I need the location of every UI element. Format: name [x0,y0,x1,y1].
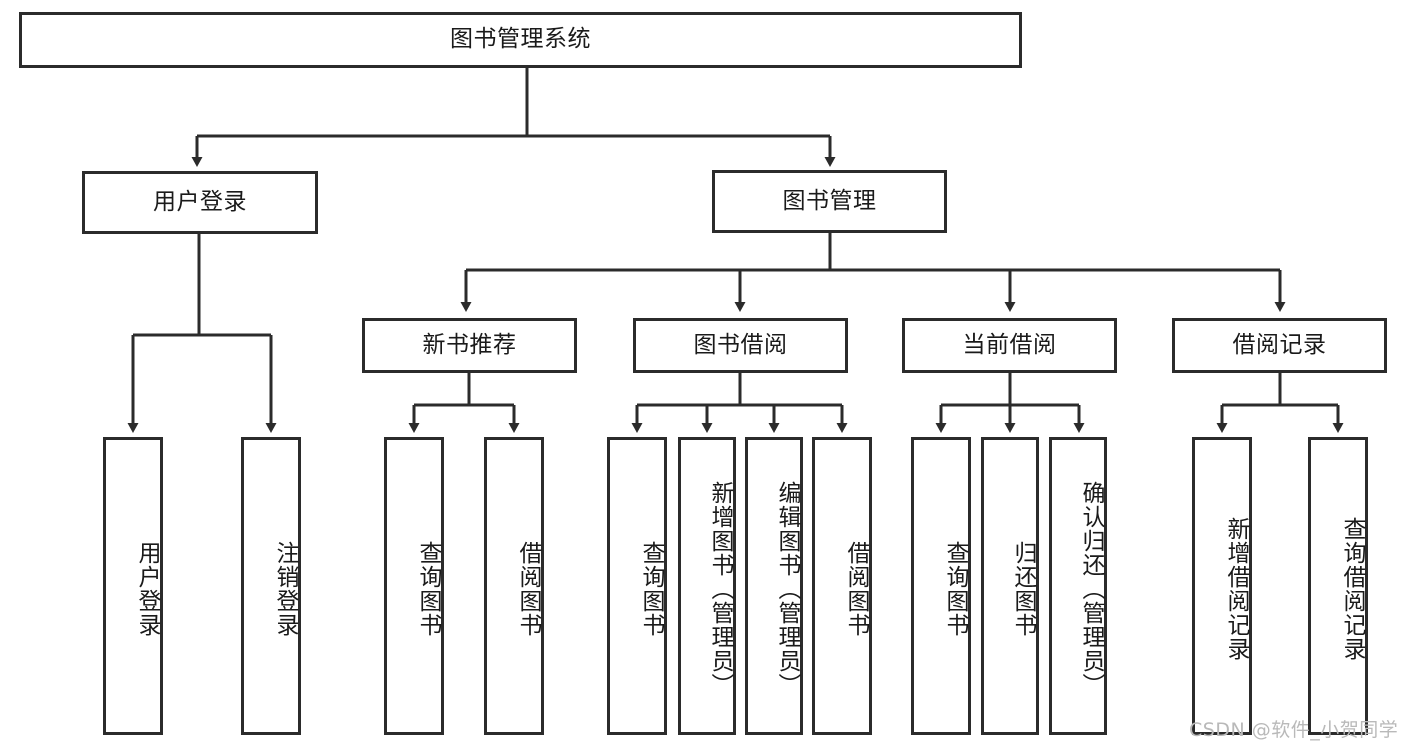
leaf-label: 查询借阅记录 [1339,517,1365,661]
leaf-record-add-record[interactable]: 新增借阅记录 [1192,437,1252,735]
node-current-borrow[interactable]: 当前借阅 [902,318,1117,373]
node-borrow-record[interactable]: 借阅记录 [1172,318,1387,373]
leaf-user-login-logout[interactable]: 注销登录 [241,437,301,735]
leaf-label: 确认归还（管理员） [1078,481,1104,697]
leaf-borrow-borrow-book[interactable]: 借阅图书 [812,437,872,735]
leaf-label: 借阅图书 [515,541,541,637]
leaf-borrow-edit-book-admin[interactable]: 编辑图书（管理员） [745,437,803,735]
csdn-watermark: CSDN @软件_小贺同学 [1189,719,1399,741]
leaf-label: 查询图书 [415,541,441,637]
leaf-label: 查询图书 [942,541,968,637]
leaf-recommend-query-book[interactable]: 查询图书 [384,437,444,735]
leaf-borrow-add-book-admin[interactable]: 新增图书（管理员） [678,437,736,735]
leaf-label: 编辑图书（管理员） [774,481,800,697]
leaf-current-query-book[interactable]: 查询图书 [911,437,971,735]
leaf-current-confirm-return-admin[interactable]: 确认归还（管理员） [1049,437,1107,735]
leaf-label: 注销登录 [272,541,298,637]
leaf-recommend-borrow-book[interactable]: 借阅图书 [484,437,544,735]
leaf-current-return-book[interactable]: 归还图书 [981,437,1039,735]
leaf-user-login-login[interactable]: 用户登录 [103,437,163,735]
leaf-label: 查询图书 [638,541,664,637]
leaf-borrow-query-book[interactable]: 查询图书 [607,437,667,735]
leaf-label: 归还图书 [1010,541,1036,637]
node-new-book-recommend[interactable]: 新书推荐 [362,318,577,373]
node-root-system[interactable]: 图书管理系统 [19,12,1022,68]
leaf-record-query-record[interactable]: 查询借阅记录 [1308,437,1368,735]
leaf-label: 用户登录 [134,541,160,637]
leaf-label: 新增图书（管理员） [707,481,733,697]
leaf-label: 新增借阅记录 [1223,517,1249,661]
node-book-management[interactable]: 图书管理 [712,170,947,233]
leaf-label: 借阅图书 [843,541,869,637]
node-book-borrow[interactable]: 图书借阅 [633,318,848,373]
node-user-login[interactable]: 用户登录 [82,171,318,234]
